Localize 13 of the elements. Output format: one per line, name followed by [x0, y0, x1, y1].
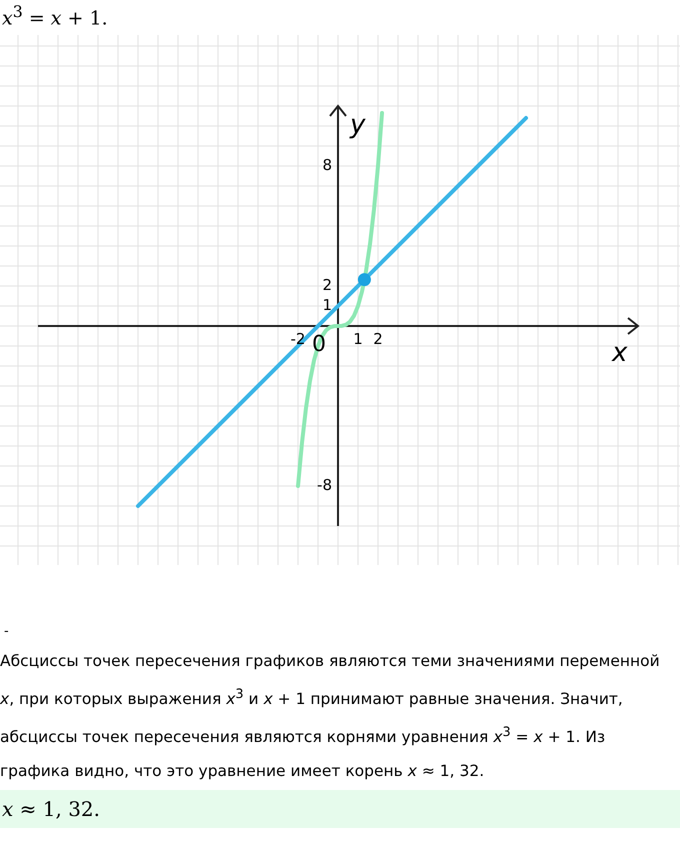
tick-label: 2 — [372, 330, 384, 348]
tick-label: -2 — [290, 330, 306, 348]
origin-label: 0 — [312, 332, 326, 357]
tick-label: 8 — [322, 156, 332, 174]
axis-label: y — [350, 110, 366, 140]
answer-box: x ≈ 1, 32. — [0, 790, 680, 828]
equation-title: x$^{3}$ = x + 1. — [2, 2, 108, 30]
axis-label: x — [612, 338, 628, 368]
tick-label: 1 — [352, 330, 364, 348]
tick-label: 1 — [322, 296, 332, 314]
dash-mark: - — [4, 624, 9, 639]
tick-label: -8 — [317, 476, 332, 494]
tick-label: 2 — [322, 276, 332, 294]
